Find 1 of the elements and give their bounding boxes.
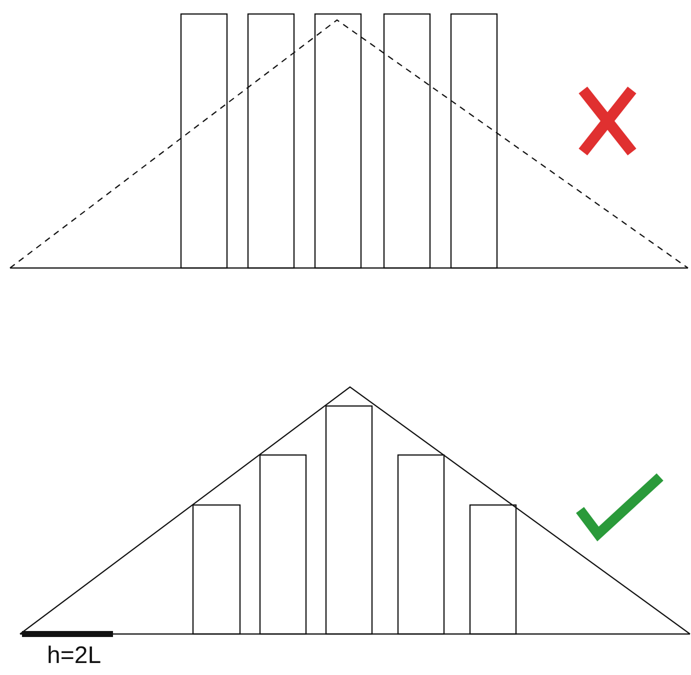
scale-label: h=2L — [47, 642, 102, 670]
